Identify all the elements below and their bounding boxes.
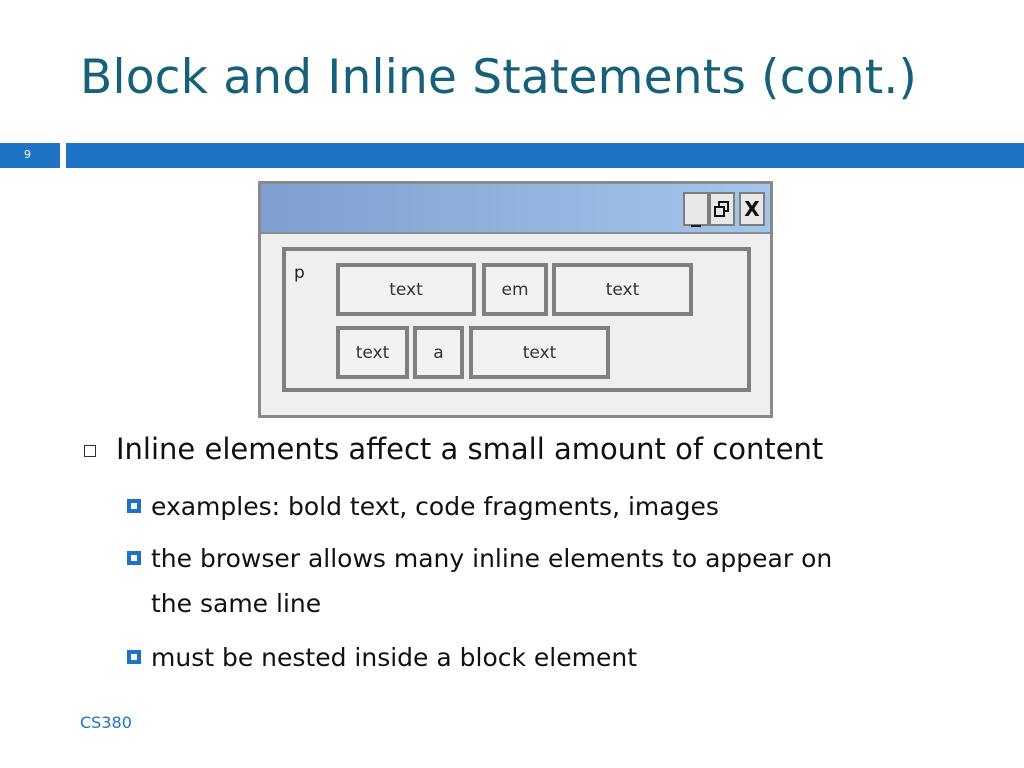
restore-glyph bbox=[714, 201, 729, 217]
inline-a-box: a bbox=[413, 326, 464, 379]
slide-number-box: 9 bbox=[0, 143, 60, 168]
minimize-label: _ bbox=[691, 203, 701, 227]
header-bar bbox=[66, 143, 1024, 168]
sub-bullet-icon bbox=[127, 650, 141, 664]
p-label: p bbox=[294, 263, 305, 283]
sub-bullet-icon bbox=[127, 551, 141, 565]
restore-icon bbox=[709, 192, 735, 226]
footer-label: CS380 bbox=[80, 713, 132, 732]
close-label: X bbox=[744, 197, 760, 221]
slide-number: 9 bbox=[24, 148, 31, 161]
sub-bullet-2-continued: the same line bbox=[151, 589, 322, 618]
window-titlebar: _ X bbox=[261, 184, 770, 234]
sub-bullet-3: must be nested inside a block element bbox=[151, 643, 638, 672]
inline-em-box: em bbox=[482, 263, 548, 316]
main-bullet: Inline elements affect a small amount of… bbox=[116, 432, 824, 466]
sub-bullet-1: examples: bold text, code fragments, ima… bbox=[151, 492, 719, 521]
p-block-element: p text em text text a text bbox=[282, 247, 751, 392]
minimize-icon: _ bbox=[683, 192, 709, 227]
bullet-hollow-icon bbox=[84, 445, 96, 457]
sub-bullet-icon bbox=[127, 499, 141, 513]
inline-text-box: text bbox=[336, 326, 409, 379]
close-icon: X bbox=[739, 192, 765, 226]
window-illustration: _ X p text em text text a text bbox=[258, 181, 773, 418]
sub-bullet-2: the browser allows many inline elements … bbox=[151, 544, 833, 573]
inline-text-box: text bbox=[469, 326, 610, 379]
slide-title: Block and Inline Statements (cont.) bbox=[80, 50, 918, 105]
inline-text-box: text bbox=[552, 263, 693, 316]
inline-text-box: text bbox=[336, 263, 476, 316]
